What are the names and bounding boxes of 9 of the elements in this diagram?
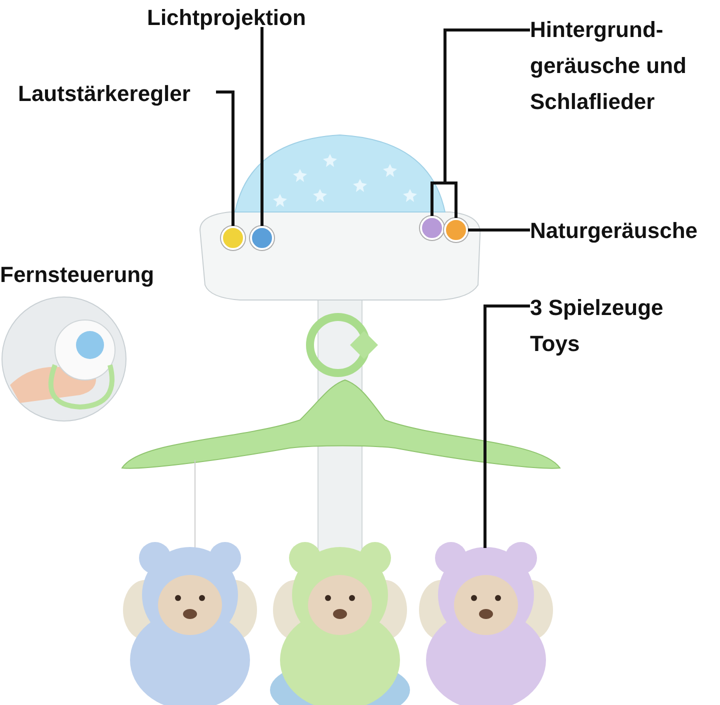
callout-label: Fernsteuerung bbox=[0, 261, 156, 289]
callout-label: Naturgeräusche bbox=[530, 213, 720, 247]
leader-line bbox=[260, 27, 264, 226]
callout-label: Hintergrund- geräusche und Schlaflieder bbox=[530, 12, 710, 122]
callout-label: Lautstärkeregler bbox=[18, 76, 216, 108]
leader-line bbox=[468, 228, 530, 232]
callout-label: 3 Spielzeuge Toys bbox=[530, 290, 700, 368]
leader-line bbox=[484, 304, 530, 548]
leader-line bbox=[216, 90, 234, 226]
